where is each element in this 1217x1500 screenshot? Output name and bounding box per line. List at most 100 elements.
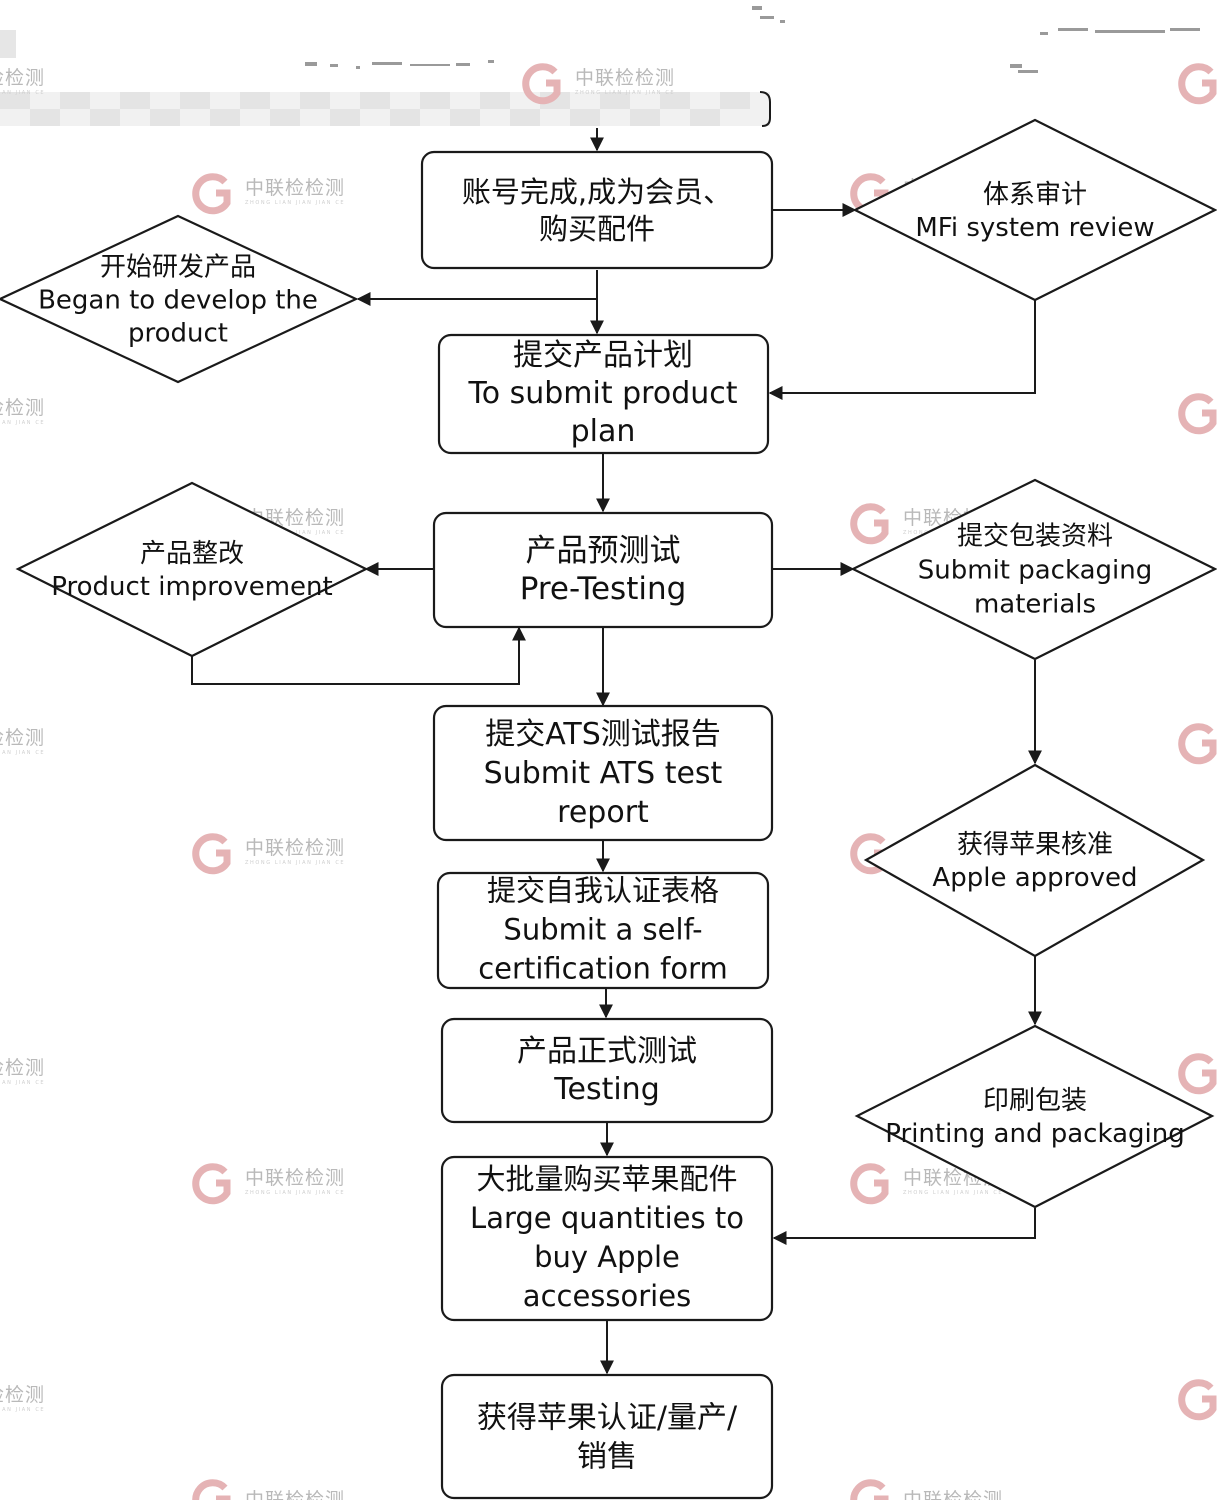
edges: [191, 128, 1042, 1375]
watermark-pinyin: ZHONG LIAN JIAN JIAN CE: [0, 420, 45, 426]
improve-label-line: Product improvement: [51, 572, 332, 602]
watermark-logo-icon: [850, 1163, 889, 1205]
node-packaging-label: 提交包装资料 Submit packaging materials: [918, 521, 1152, 619]
watermark-brand: 中联检检测: [0, 1057, 45, 1079]
watermark-brand: 中联检检测: [903, 1489, 1003, 1500]
approved-label-line: 获得苹果核准: [957, 830, 1113, 860]
printing-label-line: 印刷包装: [983, 1086, 1087, 1116]
selfcert-label-line: 提交自我认证表格: [487, 873, 719, 907]
edge-printing-to-bulk: [772, 1208, 1036, 1245]
watermark-pinyin: ZHONG LIAN JIAN JIAN CE: [903, 1190, 1003, 1196]
watermark-pinyin: ZHONG LIAN JIAN JIAN CE: [0, 1080, 45, 1086]
watermark-logo-icon: [192, 1479, 231, 1500]
node-bulk: 大批量购买苹果配件 Large quantities to buy Apple acc…: [440, 1155, 774, 1322]
ats-label-line: report: [557, 795, 649, 830]
develop-label-line: product: [128, 318, 228, 348]
watermark-brand: 中联检检测: [245, 1489, 345, 1500]
node-final-label: 获得苹果认证/量产/销售: [477, 1400, 738, 1474]
watermark-brand: 中联检检测: [245, 837, 345, 859]
mfi-label-line: 体系审计: [983, 180, 1087, 210]
ats-label-line: 提交ATS测试报告: [485, 717, 721, 752]
edge-account-to-develop: [356, 270, 598, 306]
plan-label-line: plan: [571, 414, 636, 449]
pretest-label-line: Pre-Testing: [520, 571, 687, 607]
watermark-logo-icon: [192, 1163, 231, 1205]
noise-specks: [305, 6, 1200, 73]
watermark-brand: 中联检检测: [245, 1167, 345, 1189]
watermark-brand: 中联检检测: [245, 177, 345, 199]
watermark-brand: 中联检检测: [0, 397, 45, 419]
watermark-pinyin: ZHONG LIAN JIAN JIAN CE: [0, 90, 45, 96]
watermark-logo-icon: [192, 173, 231, 215]
bulk-label-line: buy Apple: [534, 1240, 680, 1274]
bulk-label-line: 大批量购买苹果配件: [476, 1162, 737, 1196]
node-final: 获得苹果认证/量产/销售: [440, 1373, 774, 1500]
plan-label-line: 提交产品计划: [513, 338, 693, 373]
packaging-label-line: 提交包装资料: [957, 521, 1113, 551]
watermark-brand: 中联检检测: [0, 727, 45, 749]
watermark-logo-icon: [850, 503, 889, 545]
packaging-label-line: materials: [974, 589, 1096, 619]
account-label-line: 购买配件: [539, 212, 655, 246]
improve-label-line: 产品整改: [140, 539, 244, 569]
plan-label-line: To submit product: [467, 376, 737, 411]
watermark-logo-icon: [850, 1479, 889, 1500]
edge-mfi-to-plan: [768, 300, 1036, 400]
watermark-pinyin: ZHONG LIAN JIAN JIAN CE: [0, 1407, 45, 1413]
bulk-label-line: accessories: [523, 1279, 691, 1313]
selfcert-label-line: certification form: [478, 951, 728, 985]
watermark-logo-icon: [1178, 723, 1217, 765]
node-account: 账号完成,成为会员、购买配件: [420, 150, 774, 270]
account-label-line: 账号完成,成为会员、: [462, 175, 732, 209]
top-cropped-band: [0, 30, 771, 127]
watermark-brand: 中联检检测: [575, 67, 675, 89]
node-account-label: 账号完成,成为会员、购买配件: [462, 175, 732, 246]
approved-label-line: Apple approved: [932, 863, 1137, 893]
watermark-logo-icon: [1178, 63, 1217, 105]
watermark-logo-icon: [1178, 393, 1217, 435]
node-ats-label: 提交ATS测试报告 Submit ATS test report: [484, 717, 723, 830]
watermark-brand: 中联检检测: [0, 1384, 45, 1406]
testing-label-line: 产品正式测试: [517, 1034, 697, 1069]
develop-label-line: 开始研发产品: [100, 252, 256, 282]
watermark-logo-icon: [192, 833, 231, 875]
packaging-label-line: Submit packaging: [918, 555, 1152, 585]
edge-improve-to-pretest: [191, 626, 526, 685]
watermark-pinyin: ZHONG LIAN JIAN JIAN CE: [245, 1190, 345, 1196]
watermark-pinyin: ZHONG LIAN JIAN JIAN CE: [245, 860, 345, 866]
watermark-pinyin: ZHONG LIAN JIAN JIAN CE: [575, 90, 675, 96]
pretest-label-line: 产品预测试: [526, 533, 681, 569]
watermark-logo-icon: [1178, 1053, 1217, 1095]
final-label-line: 获得苹果认证/量产/: [477, 1400, 738, 1435]
bulk-label-line: Large quantities to: [470, 1201, 744, 1235]
testing-label-line: Testing: [553, 1072, 659, 1107]
watermark-pinyin: ZHONG LIAN JIAN JIAN CE: [0, 750, 45, 756]
node-bulk-label: 大批量购买苹果配件 Large quantities to buy Apple acc…: [470, 1162, 744, 1313]
mfi-label-line: MFi system review: [915, 213, 1154, 243]
node-packaging: 提交包装资料 Submit packaging materials: [850, 478, 1217, 661]
watermark-brand: 中联检检测: [0, 67, 45, 89]
watermark-pinyin: ZHONG LIAN JIAN JIAN CE: [245, 200, 345, 206]
ats-label-line: Submit ATS test: [484, 756, 723, 791]
develop-label-line: Began to develop the: [38, 285, 318, 315]
watermark-logo-icon: [1178, 1379, 1217, 1421]
node-ats: 提交ATS测试报告 Submit ATS test report: [432, 704, 774, 842]
